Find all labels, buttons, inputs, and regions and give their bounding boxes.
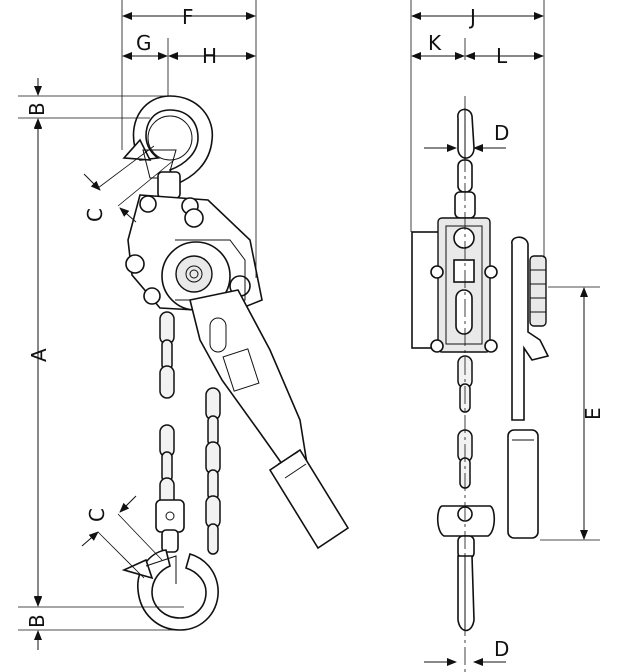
label-H: H bbox=[202, 44, 217, 68]
side-lever bbox=[507, 236, 550, 539]
side-dimensions bbox=[410, 0, 600, 666]
side-chain bbox=[457, 355, 473, 489]
hoist-body bbox=[125, 194, 263, 313]
label-D-top: D bbox=[494, 121, 509, 145]
front-dimensions bbox=[18, 0, 257, 650]
label-E: E bbox=[581, 407, 605, 420]
label-B-bottom: B bbox=[25, 614, 49, 628]
side-body bbox=[411, 217, 498, 353]
label-L: L bbox=[496, 44, 508, 68]
label-A: A bbox=[27, 348, 51, 362]
front-view: F G H B A B C C bbox=[18, 0, 350, 650]
label-J: J bbox=[468, 5, 476, 29]
side-labels: J K L D E D bbox=[428, 5, 605, 661]
load-chain bbox=[159, 311, 175, 509]
label-B-top: B bbox=[25, 102, 49, 116]
label-D-bottom: D bbox=[494, 637, 509, 661]
side-bottom-block bbox=[436, 505, 496, 632]
label-G: G bbox=[136, 31, 152, 55]
label-F: F bbox=[182, 5, 194, 29]
lever-handle bbox=[189, 289, 350, 550]
slack-chain bbox=[205, 387, 221, 555]
top-hook bbox=[122, 95, 214, 199]
label-C-bottom: C bbox=[85, 508, 109, 522]
label-C-top: C bbox=[83, 208, 107, 222]
side-view: J K L D E D bbox=[410, 0, 605, 672]
label-K: K bbox=[428, 31, 442, 55]
front-labels: F G H B A B C C bbox=[25, 5, 217, 628]
bottom-hook bbox=[121, 499, 219, 631]
